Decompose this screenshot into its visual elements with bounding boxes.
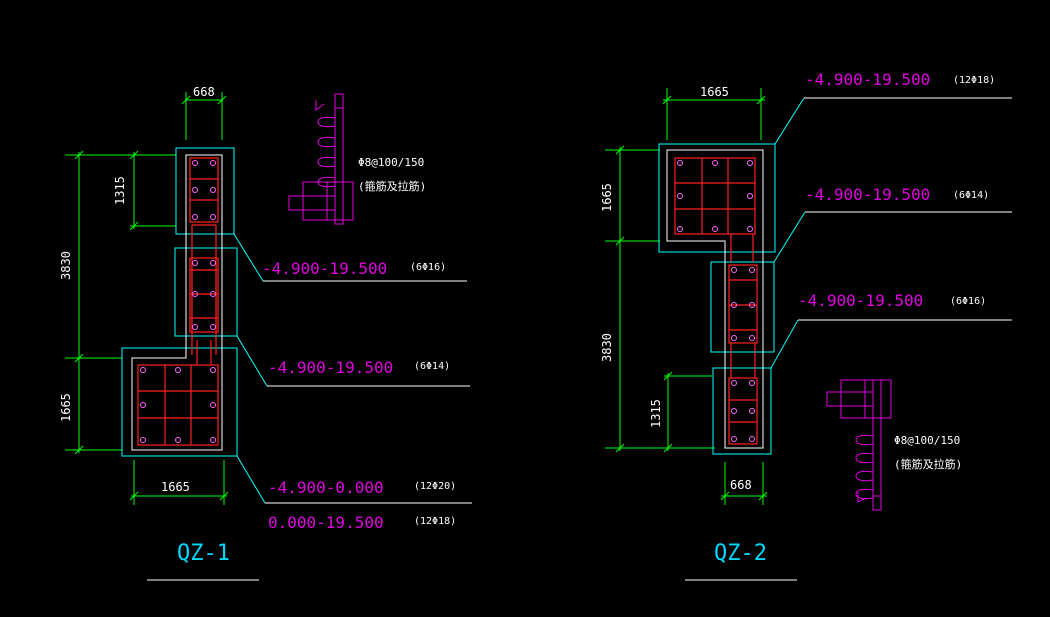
qz2-stirrup-note-2: (箍筋及拉筋) (894, 457, 962, 471)
qz2-column-body (666, 149, 764, 449)
qz2-dim-upper-height: 1665 (600, 183, 614, 212)
qz2-dim-lower-height: 1315 (649, 399, 663, 428)
qz1-dim-total-height: 3830 (59, 251, 73, 280)
qz1-outline (121, 147, 238, 457)
qz1-label-4-bars: (12Φ18) (414, 516, 456, 527)
qz1-label-2-level: -4.900-19.500 (268, 358, 393, 377)
qz2-label-2-level: -4.900-19.500 (805, 185, 930, 204)
qz2-stirrup-note: Φ8@100/150 (894, 434, 960, 447)
qz1-stirrup-note-2: (箍筋及拉筋) (358, 179, 426, 193)
qz2-dimension-lines (605, 88, 768, 505)
qz1-leaders (233, 233, 472, 504)
qz1-label-3-level: -4.900-0.000 (268, 478, 384, 497)
qz1-stirrup-detail (288, 93, 354, 225)
qz2-dim-total-height: 3830 (600, 333, 614, 362)
qz2-label-1-bars: (12Φ18) (953, 75, 995, 86)
qz2-dim-top-width: 1665 (700, 85, 729, 99)
qz2-outline (658, 143, 776, 455)
qz1-rebar (137, 157, 219, 446)
qz2-label-1-level: -4.900-19.500 (805, 70, 930, 89)
qz1-title: QZ-1 (177, 541, 230, 566)
qz1-label-1-level: -4.900-19.500 (262, 259, 387, 278)
qz2-title: QZ-2 (714, 541, 767, 566)
qz1-label-4-level: 0.000-19.500 (268, 513, 384, 532)
qz2-dim-bottom-width: 668 (730, 478, 752, 492)
qz1-drawing: 668 1315 3830 1665 1665 (59, 85, 472, 581)
qz1-rebar-nodes (140, 160, 216, 443)
qz1-dim-lower-height: 1665 (59, 393, 73, 422)
qz1-column-body (131, 154, 223, 451)
qz1-dim-upper-height: 1315 (113, 176, 127, 205)
qz1-dim-top-width: 668 (193, 85, 215, 99)
qz1-dimension-lines (65, 92, 229, 505)
qz2-leaders (770, 97, 1012, 369)
qz1-stirrup-note: Φ8@100/150 (358, 156, 424, 169)
qz2-stirrup-detail (826, 379, 892, 511)
qz2-rebar-nodes (677, 160, 755, 442)
qz2-rebar (674, 157, 758, 445)
qz2-label-3-level: -4.900-19.500 (798, 291, 923, 310)
qz2-label-3-bars: (6Φ16) (950, 296, 986, 307)
qz2-label-2-bars: (6Φ14) (953, 190, 989, 201)
qz1-dim-bottom-width: 1665 (161, 480, 190, 494)
qz2-drawing: 1665 1665 3830 1315 668 (600, 70, 1012, 581)
qz1-label-1-bars: (6Φ16) (410, 262, 446, 273)
qz1-label-3-bars: (12Φ20) (414, 481, 456, 492)
qz1-label-2-bars: (6Φ14) (414, 361, 450, 372)
